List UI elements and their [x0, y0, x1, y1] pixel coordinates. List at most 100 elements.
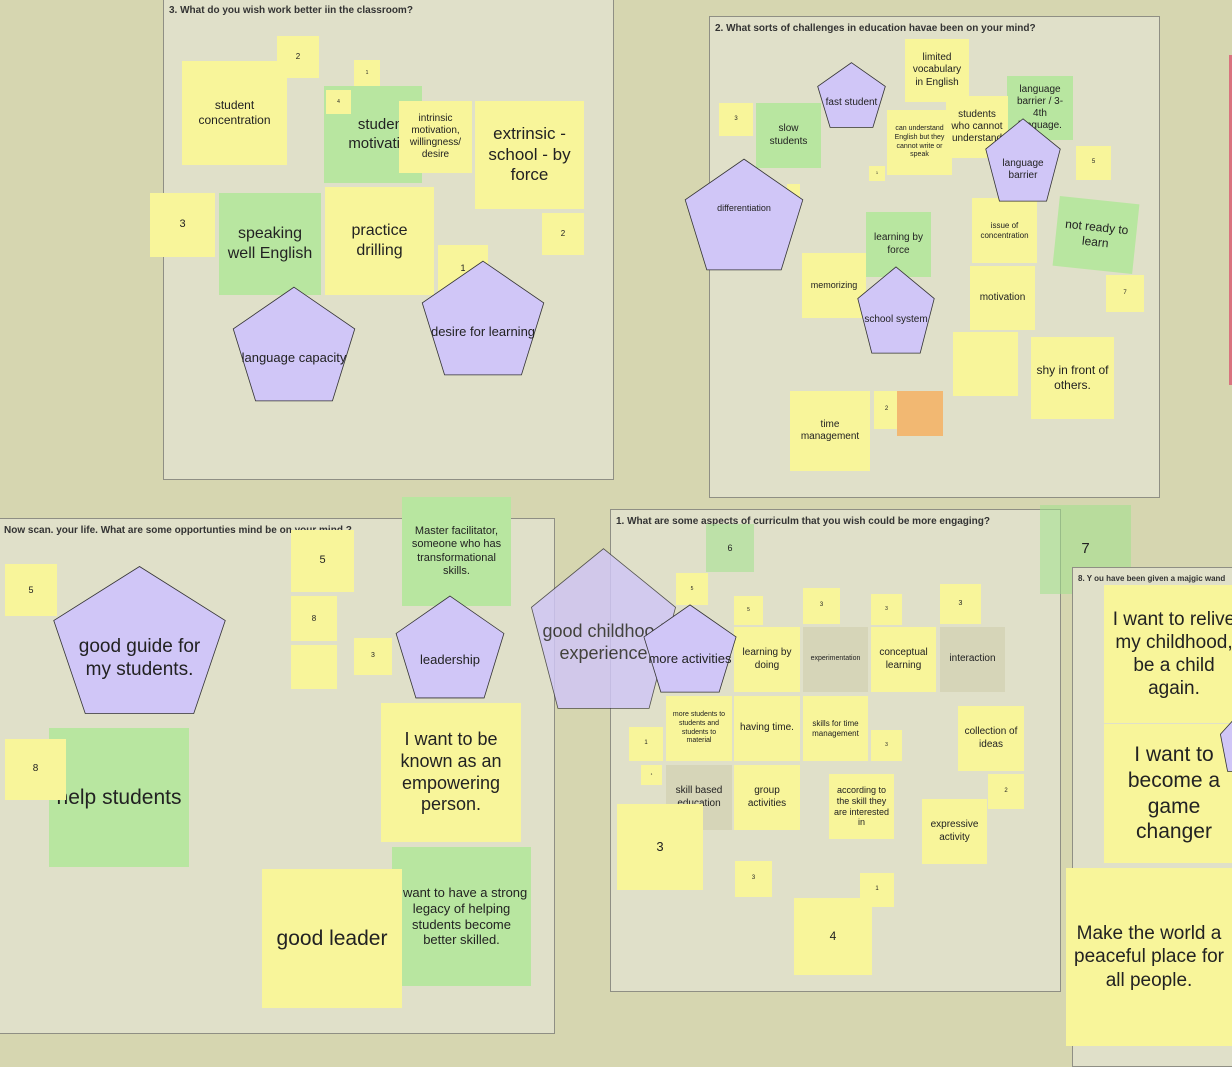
sticky-note[interactable]: 4 — [794, 898, 872, 975]
offscreen-edge — [1229, 55, 1232, 385]
pentagon-label: fast student — [825, 96, 878, 108]
sticky-note[interactable]: motivation — [970, 266, 1035, 330]
sticky-note[interactable]: memorizing — [802, 253, 866, 318]
pentagon-shape[interactable]: school system — [857, 266, 935, 354]
sticky-note[interactable]: I want to become a game changer — [1104, 724, 1232, 863]
pentagon-shape[interactable]: good childhood experience — [530, 547, 677, 710]
pentagon-shape[interactable]: desire for learning — [421, 260, 545, 376]
sticky-note[interactable]: 1 — [354, 60, 380, 86]
sticky-note[interactable]: 5 — [734, 596, 763, 625]
sticky-note[interactable]: learning by force — [866, 212, 931, 277]
pentagon-label: more activities — [648, 651, 732, 667]
pentagon-icon — [857, 266, 935, 354]
sticky-note[interactable] — [953, 332, 1018, 396]
sticky-note[interactable]: 4 — [326, 90, 351, 114]
sticky-note[interactable]: 2 — [542, 213, 584, 255]
sticky-note[interactable]: help students — [49, 728, 189, 867]
pentagon-label: good guide for my students. — [78, 635, 201, 680]
pentagon-icon — [643, 604, 737, 693]
pentagon-label: desire for learning — [430, 323, 536, 339]
sticky-note[interactable]: speaking well English — [219, 193, 321, 295]
sticky-note[interactable]: learning by doing — [734, 627, 800, 692]
pentagon-label: school system — [864, 314, 928, 326]
sticky-note[interactable]: extrinsic - school - by force — [475, 101, 584, 209]
sticky-note[interactable]: Make the world a peaceful place for all … — [1066, 868, 1232, 1046]
pentagon-shape[interactable]: language barrier — [985, 118, 1061, 202]
sticky-note[interactable] — [291, 645, 337, 689]
sticky-note[interactable]: 3 — [940, 584, 981, 624]
sticky-note[interactable]: 5 — [676, 573, 708, 605]
sticky-note[interactable]: 3 — [150, 193, 215, 257]
sticky-note[interactable]: interaction — [940, 627, 1005, 692]
sticky-note[interactable]: 5 — [5, 564, 57, 616]
sticky-note[interactable]: collection of ideas — [958, 706, 1024, 771]
sticky-note[interactable]: having time. — [734, 696, 800, 761]
frame-title: Now scan. your life. What are some oppor… — [4, 525, 352, 536]
sticky-note[interactable]: experimentation — [803, 627, 868, 692]
sticky-note[interactable]: 3 — [871, 730, 902, 761]
sticky-note[interactable]: 8 — [5, 739, 66, 800]
sticky-note[interactable]: 1 — [629, 727, 663, 761]
sticky-note[interactable]: I want to have a strong legacy of helpin… — [392, 847, 531, 986]
pentagon-shape[interactable]: more activities — [643, 604, 737, 693]
sticky-note[interactable]: more students to students and students t… — [666, 696, 732, 761]
sticky-note[interactable]: not ready to learn — [1052, 196, 1140, 274]
pentagon-shape[interactable] — [1220, 712, 1232, 772]
sticky-note[interactable]: slow students — [756, 103, 821, 168]
sticky-note[interactable]: 3 — [719, 103, 753, 136]
pentagon-icon — [817, 62, 886, 128]
pentagon-shape[interactable]: fast student — [817, 62, 886, 128]
pentagon-icon — [985, 118, 1061, 202]
sticky-note[interactable]: group activities — [734, 765, 800, 830]
sticky-note[interactable]: Master facilitator, someone who has tran… — [402, 497, 511, 606]
sticky-note[interactable]: expressive activity — [922, 799, 987, 864]
sticky-note[interactable]: 1 — [641, 765, 662, 785]
sticky-note[interactable]: skills for time management — [803, 696, 868, 761]
pentagon-icon — [530, 547, 677, 710]
pentagon-shape[interactable]: good guide for my students. — [52, 565, 227, 715]
frame-title: 3. What do you wish work better iin the … — [169, 5, 413, 16]
sticky-note[interactable]: I want to relive my childhood, be a chil… — [1104, 585, 1232, 723]
sticky-note[interactable]: 7 — [1106, 275, 1144, 312]
pentagon-icon — [232, 286, 356, 402]
sticky-note[interactable]: 5 — [1076, 146, 1111, 180]
pentagon-shape[interactable]: leadership — [395, 595, 505, 699]
sticky-note[interactable]: time management — [790, 391, 870, 471]
sticky-note[interactable]: I want to be known as an empowering pers… — [381, 703, 521, 842]
frame-title: 1. What are some aspects of curriculm th… — [616, 516, 990, 527]
pentagon-label: leadership — [420, 651, 480, 667]
sticky-note[interactable]: student concentration — [182, 61, 287, 165]
pentagon-icon — [421, 260, 545, 376]
sticky-note[interactable]: limited vocabulary in English — [905, 39, 969, 102]
frame-title: 8. Y ou have been given a majgic wand — [1078, 574, 1226, 583]
sticky-note[interactable]: 2 — [874, 391, 899, 429]
sticky-note[interactable]: 3 — [735, 861, 772, 897]
sticky-note[interactable]: 3 — [871, 594, 902, 625]
sticky-note[interactable]: according to the skill they are interest… — [829, 774, 894, 839]
sticky-note[interactable]: practice drilling — [325, 187, 434, 295]
sticky-note[interactable]: conceptual learning — [871, 627, 936, 692]
sticky-note[interactable]: 3 — [803, 588, 840, 624]
sticky-note[interactable]: 8 — [291, 596, 337, 641]
sticky-note[interactable] — [897, 391, 943, 436]
sticky-note[interactable]: can understand English but they cannot w… — [887, 110, 952, 175]
sticky-note[interactable]: 5 — [291, 530, 354, 592]
pentagon-shape[interactable]: differentiation — [684, 158, 804, 271]
pentagon-icon — [684, 158, 804, 271]
pentagon-label: language barrier — [1002, 157, 1044, 182]
pentagon-label: good childhood experience — [542, 621, 665, 664]
sticky-note[interactable]: issue of concentration — [972, 198, 1037, 263]
pentagon-icon — [395, 595, 505, 699]
sticky-note[interactable]: 3 — [354, 638, 392, 675]
sticky-note[interactable]: 1 — [869, 166, 885, 181]
sticky-note[interactable]: 6 — [706, 524, 754, 572]
pentagon-icon — [1220, 712, 1232, 772]
sticky-note[interactable]: good leader — [262, 869, 402, 1008]
pentagon-icon — [52, 565, 227, 715]
sticky-note[interactable]: 2 — [988, 774, 1024, 809]
sticky-note[interactable]: shy in front of others. — [1031, 337, 1114, 419]
pentagon-label: differentiation — [717, 203, 771, 214]
pentagon-shape[interactable]: language capacity — [232, 286, 356, 402]
sticky-note[interactable]: intrinsic motivation, willingness/ desir… — [399, 101, 472, 173]
sticky-note[interactable]: 3 — [617, 804, 703, 890]
